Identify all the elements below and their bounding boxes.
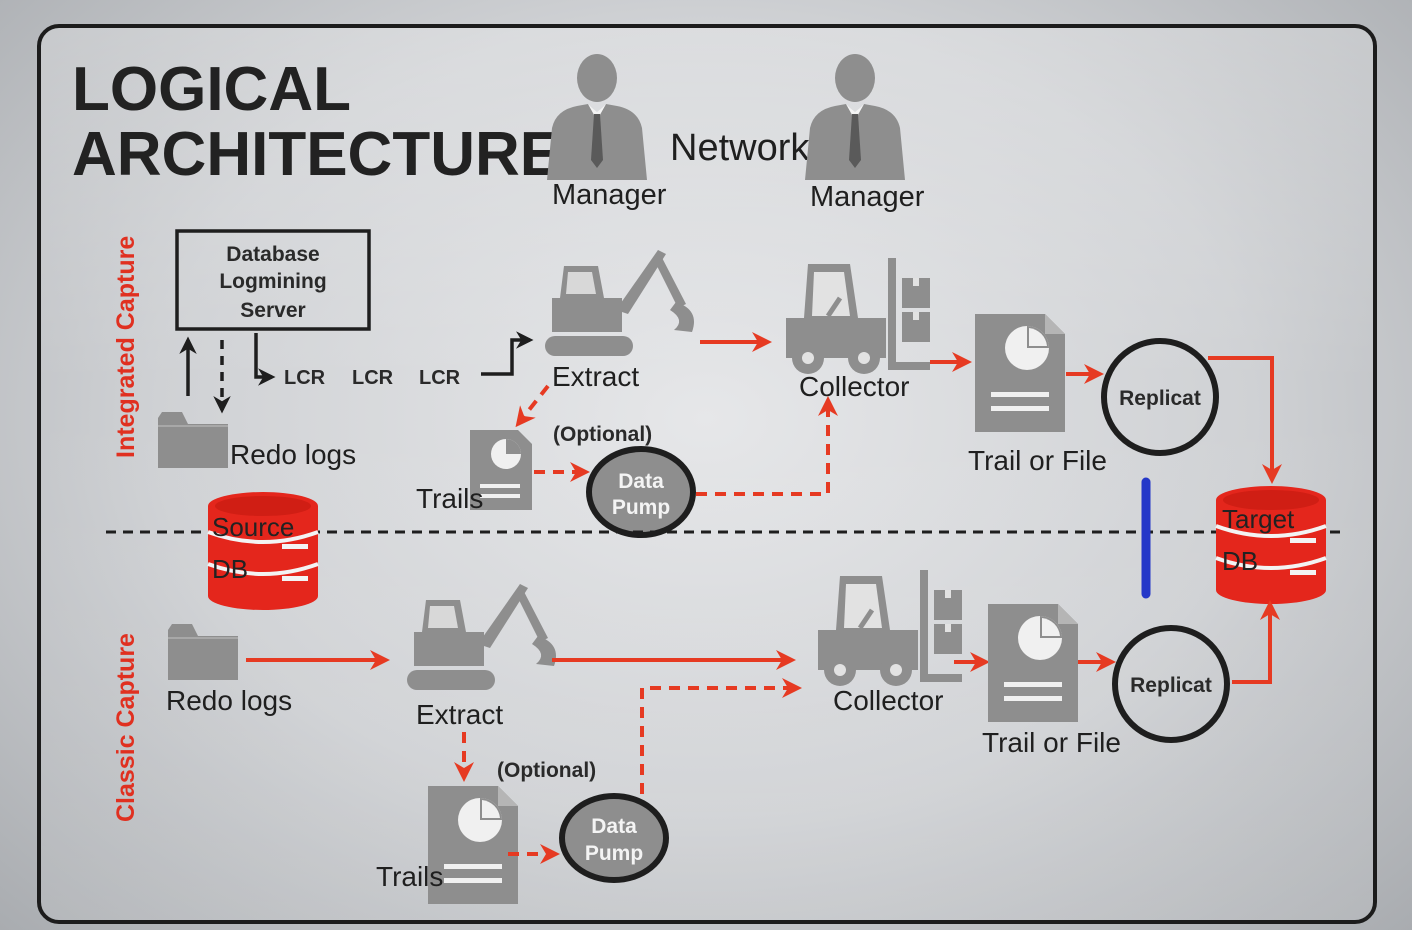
trail-file-document-icon-classic [988,604,1078,722]
data-pump-circle-integrated [586,446,696,538]
collector-forklift-icon-integrated [786,258,930,374]
arrow-replicat-to-target-integrated [1208,356,1282,484]
target-db-label-line1: Target [1222,504,1295,534]
redo-logs-label-integrated: Redo logs [230,439,356,470]
collector-label-classic: Collector [833,685,943,716]
side-label-integrated: Integrated Capture [112,236,140,458]
collector-forklift-icon-classic [818,570,962,686]
arrow-pump-to-collector-integrated [696,396,838,496]
manager-label-left: Manager [552,179,667,211]
manager-person-icon-left [547,54,647,180]
arrow-lcr-to-extract [481,331,534,376]
data-pump-line1-integrated: Data [618,470,664,493]
side-label-classic: Classic Capture [112,633,140,822]
logmining-box-line2: Logmining [219,270,326,293]
trail-file-label-classic: Trail or File [982,727,1121,758]
data-pump-circle-classic [559,793,669,883]
lcr-label-3: LCR [419,367,461,389]
trails-label-integrated: Trails [416,483,483,514]
trail-file-document-icon-integrated [975,314,1065,432]
arrow-extract-to-trails-integrated [515,384,550,428]
network-label: Network [670,127,810,169]
diagram-frame [37,24,1377,924]
extract-label-integrated: Extract [552,361,639,392]
optional-label-integrated: (Optional) [553,423,652,446]
data-pump-line1-classic: Data [591,815,637,838]
extract-excavator-icon-integrated [545,250,694,356]
optional-label-classic: (Optional) [497,759,596,782]
manager-person-icon-right [805,54,905,180]
data-pump-line2-classic: Pump [585,842,643,865]
redo-logs-label-classic: Redo logs [166,685,292,716]
redo-logs-folder-icon-classic [167,623,239,681]
logmining-box-line1: Database [226,243,319,266]
collector-label-integrated: Collector [799,371,909,402]
replicat-circle-integrated [1101,338,1219,456]
logmining-box-line3: Server [240,299,305,322]
title-line1: LOGICAL [72,55,351,124]
replicat-label-classic: Replicat [1130,674,1212,697]
replicat-label-integrated: Replicat [1119,387,1201,410]
extract-excavator-icon-classic [407,584,556,690]
lcr-label-1: LCR [284,367,326,389]
arrow-pump-to-collector-classic [640,678,802,794]
manager-label-right: Manager [810,181,925,213]
trail-file-label-integrated: Trail or File [968,445,1107,476]
arrow-logmining-to-lcr [254,333,276,386]
redo-logs-folder-icon-integrated [157,411,229,469]
arrow-replicat-to-target-classic [1232,600,1280,684]
source-db-icon [206,490,320,612]
target-db-label-line2: DB [1222,546,1258,576]
replicat-circle-classic [1112,625,1230,743]
trails-label-classic: Trails [376,861,443,892]
source-db-label-line1: Source [212,512,294,542]
data-pump-line2-integrated: Pump [612,496,670,519]
title-line2: ARCHITECTURE [72,120,561,189]
logmining-server-box [175,229,371,331]
extract-label-classic: Extract [416,699,503,730]
lcr-label-2: LCR [352,367,394,389]
source-db-label-line2: DB [212,554,248,584]
